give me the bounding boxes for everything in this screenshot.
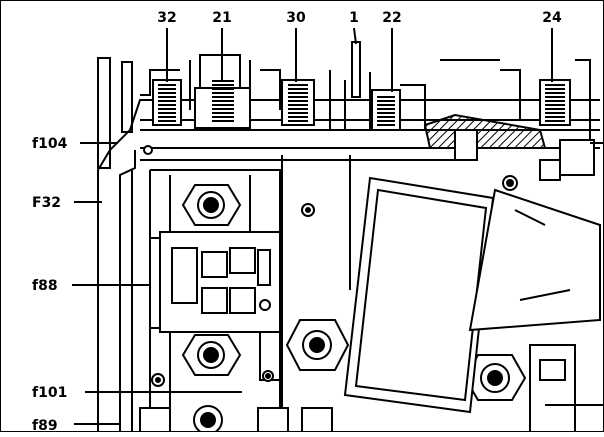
nut-center <box>285 319 350 371</box>
nut-upper <box>181 184 242 226</box>
label-f88: f88 <box>32 278 58 294</box>
label-24: 24 <box>542 10 562 26</box>
label-f89: f89 <box>32 418 58 432</box>
hatched-block <box>423 113 547 161</box>
terminal-21 <box>194 54 251 129</box>
bottom-slots <box>139 407 333 433</box>
label-21: 21 <box>212 10 231 26</box>
label-f101: f101 <box>32 385 67 401</box>
right-bottom-block <box>529 344 604 433</box>
label-30: 30 <box>286 10 306 26</box>
terminal-30 <box>281 79 315 126</box>
label-1: 1 <box>349 10 359 26</box>
label-32: 32 <box>157 10 176 26</box>
right-clip <box>539 139 595 181</box>
leader-lines <box>72 27 604 425</box>
relay-f88 <box>149 231 281 333</box>
terminal-32 <box>152 79 182 126</box>
terminal-24 <box>539 79 571 126</box>
cover-plate-right <box>468 188 601 332</box>
cover-plate-left <box>343 176 495 414</box>
nut-middle <box>181 334 242 376</box>
label-22: 22 <box>382 10 401 26</box>
terminal-22 <box>371 89 401 131</box>
label-f104: f104 <box>32 136 68 152</box>
nut-bottom <box>193 405 223 435</box>
label-F32: F32 <box>32 195 61 211</box>
small-screws <box>143 145 518 387</box>
